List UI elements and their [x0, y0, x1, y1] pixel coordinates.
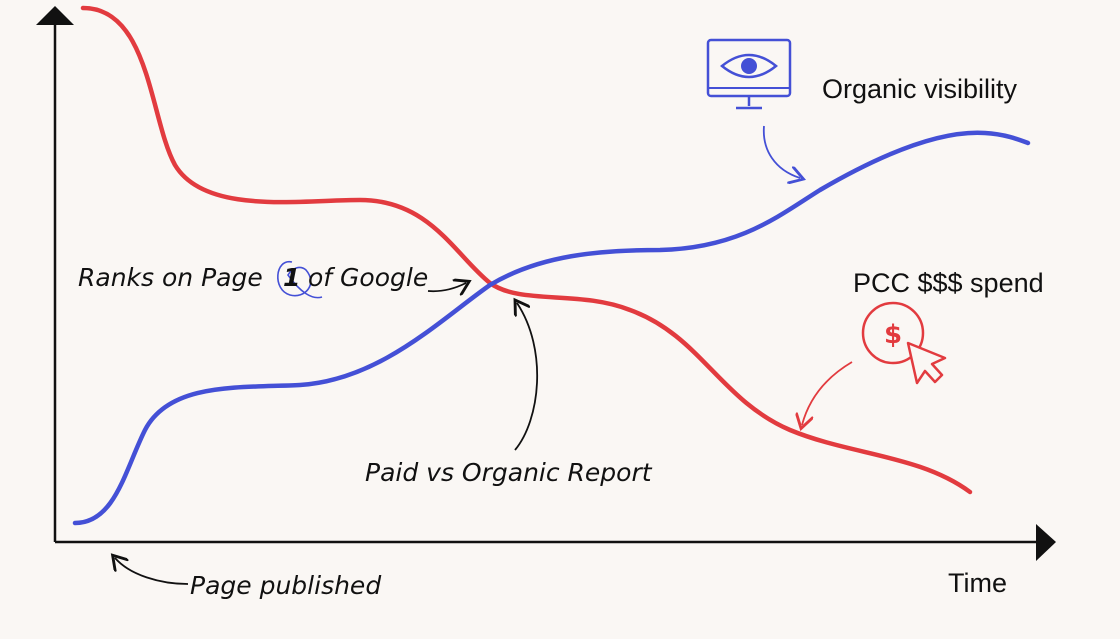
ppc-spend-label: PCC $$$ spend — [853, 268, 1044, 298]
page-published-label: Page published — [190, 571, 381, 600]
ranks-pointer-arrow — [427, 283, 466, 291]
page-one-highlight — [277, 261, 323, 299]
ppc-pointer-arrow — [802, 361, 853, 425]
axes — [36, 6, 1056, 561]
published-pointer-arrow — [115, 558, 189, 585]
dollar-badge-symbol: $ — [884, 320, 902, 350]
ranks-suffix-label: of Google — [308, 263, 428, 292]
organic-pointer-arrow — [762, 125, 800, 178]
ranks-prefix-label: Ranks on Page — [78, 263, 263, 292]
dollar-click-icon: $ — [861, 301, 947, 385]
paid-vs-organic-label: Paid vs Organic Report — [365, 458, 653, 487]
y-axis-arrowhead — [36, 6, 74, 25]
organic-visibility-line — [72, 130, 1031, 526]
x-axis-arrowhead — [1036, 524, 1056, 561]
report-pointer-arrow — [515, 303, 539, 451]
organic-visibility-label: Organic visibility — [822, 74, 1018, 104]
ranks-number-label: 1 — [283, 263, 300, 292]
x-axis-label: Time — [948, 568, 1007, 598]
monitor-eye-icon — [706, 38, 792, 110]
cursor-arrow-icon — [906, 341, 947, 385]
